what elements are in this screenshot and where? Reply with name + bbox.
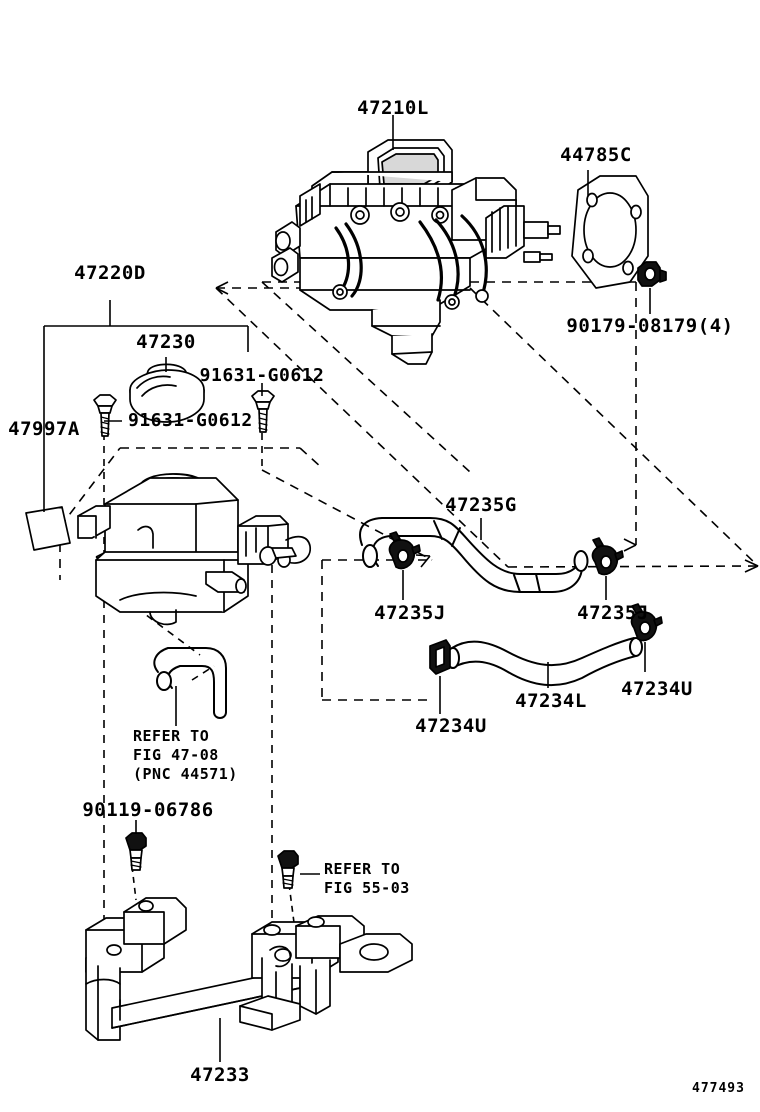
- label-47235J-left: 47235J: [374, 602, 446, 624]
- label-91631-G0612-right: 91631-G0612: [199, 365, 325, 386]
- clamp-47234U-left-art: [429, 639, 451, 675]
- label-47235J-right: 47235J: [577, 602, 649, 624]
- label-47230: 47230: [136, 331, 196, 353]
- label-plate-art: [25, 506, 71, 551]
- label-47997A: 47997A: [8, 418, 80, 440]
- reservoir-bolt-right-art: [251, 390, 275, 433]
- clamp-47234U-right-art: [630, 603, 663, 642]
- gasket-art: [571, 175, 649, 289]
- bracket-bolt-art: [125, 832, 147, 871]
- label-90119-06786: 90119-06786: [82, 799, 214, 821]
- brake-actuator-art: [271, 139, 561, 365]
- bracket-art: [85, 897, 413, 1041]
- label-47234L: 47234L: [515, 690, 587, 712]
- diagram-figure-number: 477493: [692, 1081, 745, 1096]
- label-47220D: 47220D: [74, 262, 146, 284]
- hose-upper-art: [359, 517, 589, 593]
- gasket-nut-art: [637, 261, 667, 287]
- label-47235G: 47235G: [445, 494, 517, 516]
- refer-to-fig-55-03: REFER TO FIG 55-03: [324, 860, 410, 897]
- reservoir-cap-art: [129, 363, 205, 423]
- label-47234U-left: 47234U: [415, 715, 487, 737]
- label-47234U-right: 47234U: [621, 678, 693, 700]
- label-44785C: 44785C: [560, 144, 632, 166]
- label-91631-G0612-left: 91631-G0612: [128, 410, 253, 431]
- leader-47220D: [43, 300, 249, 430]
- label-90179-08179: 90179-08179(4): [566, 315, 734, 337]
- reservoir-bolt-left-art: [93, 394, 117, 437]
- refer-hose-47-08-art: [153, 647, 227, 719]
- clamp-47235J-left-art: [388, 531, 421, 570]
- refer-to-fig-47-08: REFER TO FIG 47-08 (PNC 44571): [133, 727, 238, 783]
- clamp-47235J-right-art: [591, 537, 624, 576]
- reservoir-tank-art: [77, 473, 311, 626]
- fig5503-bolt-art: [277, 850, 299, 889]
- label-47210L: 47210L: [357, 97, 429, 119]
- label-47233: 47233: [190, 1064, 250, 1086]
